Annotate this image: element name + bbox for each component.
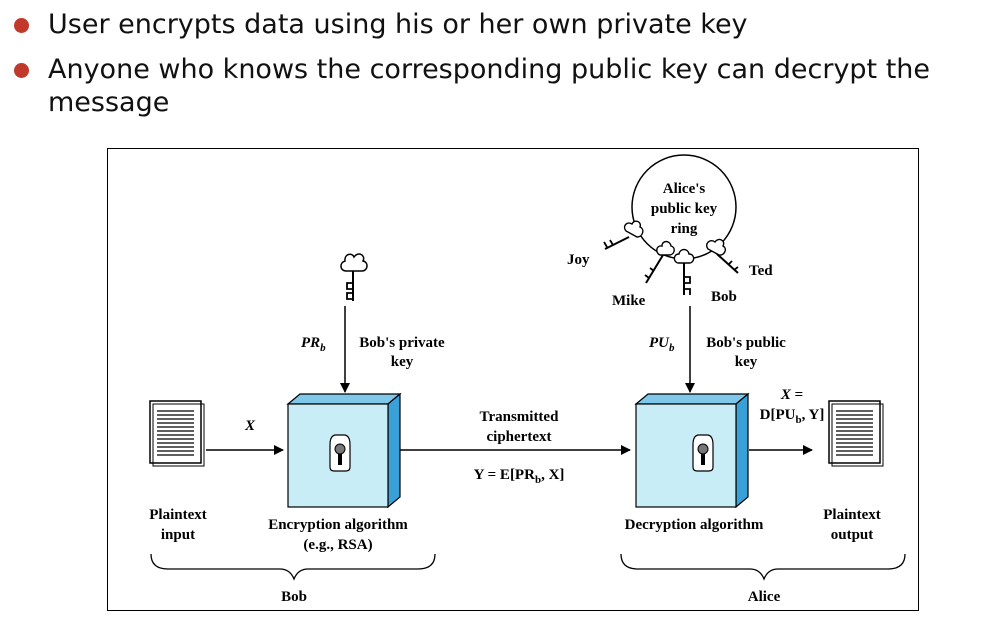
d-formula: D[PUb, Y] — [760, 407, 825, 426]
plaintext-input-line1: Plaintext — [149, 507, 207, 523]
x-eq-label: X = — [780, 387, 803, 403]
decryption-box — [634, 392, 750, 509]
alice-brace-label: Alice — [748, 589, 781, 605]
bob-brace-label: Bob — [281, 589, 307, 605]
encryption-algorithm-line2: (e.g., RSA) — [303, 537, 372, 553]
bob-private-key-line2: key — [391, 354, 414, 370]
bullet-dot-icon — [14, 18, 29, 33]
bullet-text: User encrypts data using his or her own … — [48, 9, 748, 40]
plaintext-input-line2: input — [161, 527, 195, 543]
padlock-icon — [329, 434, 351, 472]
bob-public-key-line1: Bob's public — [706, 335, 786, 351]
transmitted-line1: Transmitted — [480, 409, 560, 425]
bob-key-icon — [673, 248, 695, 295]
plaintext-output-line1: Plaintext — [823, 507, 881, 523]
bullet-text-cont: message — [48, 87, 170, 118]
diagram-canvas: X PRb Bob's private key Transmitted ciph… — [149, 154, 906, 605]
mike-key-icon — [644, 240, 675, 284]
bob-key-label: Bob — [711, 289, 737, 305]
plaintext-output-line2: output — [831, 527, 874, 543]
bullet-dot-icon — [14, 63, 29, 78]
alice-brace — [620, 553, 906, 581]
joy-key-icon — [603, 220, 644, 250]
plaintext-output-document-icon — [828, 400, 884, 467]
bob-public-key-line2: key — [735, 354, 758, 370]
joy-label: Joy — [567, 252, 590, 268]
ted-label: Ted — [749, 263, 773, 279]
x-label: X — [244, 418, 256, 434]
ring-label-line3: ring — [671, 221, 698, 237]
y-formula: Y = E[PRb, X] — [474, 467, 565, 486]
ring-label-line2: public key — [651, 201, 718, 217]
public-key-diagram: X PRb Bob's private key Transmitted ciph… — [107, 148, 919, 611]
encryption-algorithm-line1: Encryption algorithm — [268, 517, 408, 533]
ring-label-line1: Alice's — [663, 181, 706, 197]
bullet-text: Anyone who knows the corresponding publi… — [48, 54, 931, 85]
encryption-box — [286, 392, 402, 509]
bob-brace — [150, 553, 436, 581]
private-key-icon — [340, 253, 368, 301]
pu-label: PUb — [649, 335, 675, 354]
mike-label: Mike — [612, 293, 646, 309]
bob-private-key-line1: Bob's private — [359, 335, 445, 351]
pr-label: PRb — [301, 335, 326, 354]
decryption-algorithm-label: Decryption algorithm — [625, 517, 764, 533]
transmitted-line2: ciphertext — [487, 429, 552, 445]
padlock-icon — [692, 434, 714, 472]
ted-key-icon — [706, 238, 739, 274]
plaintext-input-document-icon — [149, 400, 205, 467]
